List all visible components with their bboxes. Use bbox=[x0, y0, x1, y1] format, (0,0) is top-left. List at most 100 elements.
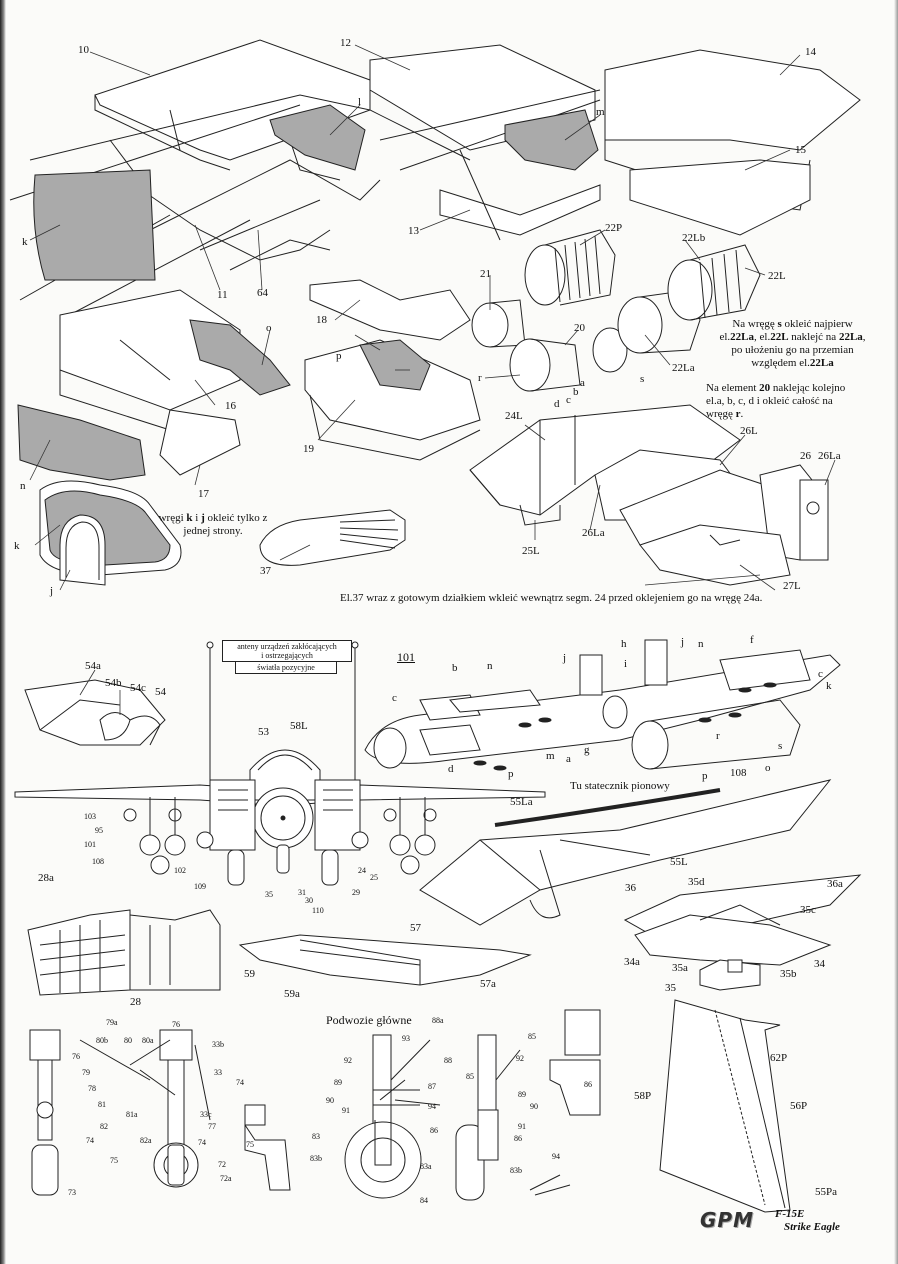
label-85: 85 bbox=[528, 1032, 536, 1041]
label-25L: 25L bbox=[522, 545, 540, 557]
label-53: 53 bbox=[258, 726, 269, 738]
label-82: 82 bbox=[100, 1122, 108, 1131]
label-s: s bbox=[640, 373, 645, 385]
label-73: 73 bbox=[68, 1188, 76, 1197]
part-m-shape bbox=[504, 109, 599, 171]
label-35d: 35d bbox=[688, 876, 705, 888]
label-86-c: 86 bbox=[584, 1080, 592, 1089]
main-gear-drawing bbox=[344, 1009, 601, 1201]
part-54-drawing bbox=[24, 679, 166, 746]
note-20-text-3c: . bbox=[740, 408, 744, 420]
label-94: 94 bbox=[428, 1102, 436, 1111]
front-view-drawing bbox=[14, 641, 546, 886]
label-side-n: n bbox=[487, 660, 493, 672]
label-109: 109 bbox=[194, 882, 206, 891]
label-88a: 88a bbox=[432, 1016, 444, 1025]
label-77: 77 bbox=[208, 1122, 216, 1131]
label-83b: 83b bbox=[310, 1154, 322, 1163]
label-83: 83 bbox=[312, 1132, 320, 1141]
label-c: c bbox=[566, 394, 571, 406]
note-kj: wręgi k i j okleić tylko z jednej strony… bbox=[148, 512, 278, 538]
label-side-c2: c bbox=[818, 668, 823, 680]
label-59: 59 bbox=[244, 968, 255, 980]
label-26: 26 bbox=[800, 450, 811, 462]
label-j: j bbox=[50, 585, 54, 597]
label-36: 36 bbox=[625, 882, 636, 894]
label-22La: 22La bbox=[672, 362, 695, 374]
label-side-108: 108 bbox=[730, 767, 747, 779]
label-94-b: 94 bbox=[552, 1152, 560, 1161]
label-k-2: k bbox=[14, 540, 20, 552]
label-p: p bbox=[336, 350, 342, 362]
label-57: 57 bbox=[410, 922, 421, 934]
part-57-59-drawing bbox=[238, 934, 532, 986]
label-35b: 35b bbox=[780, 968, 797, 980]
note-antennas-line-2: i ostrzegających bbox=[261, 651, 313, 660]
label-62P: 62P bbox=[770, 1052, 788, 1064]
note-kj-text-2: jednej strony. bbox=[183, 525, 243, 537]
note-tail-here: Tu statecznik pionowy bbox=[570, 780, 670, 792]
label-35a: 35a bbox=[672, 962, 688, 974]
label-22Lb: 22Lb bbox=[682, 232, 706, 244]
label-86: 86 bbox=[430, 1126, 438, 1135]
note-kj-text-1e: okleić tylko z bbox=[204, 512, 268, 524]
note-kj-bold-k: k bbox=[186, 512, 193, 524]
label-side-k: k bbox=[826, 680, 832, 692]
part-l-shape bbox=[269, 104, 366, 171]
label-90: 90 bbox=[326, 1096, 334, 1105]
part-14-15-drawing bbox=[604, 49, 861, 236]
label-87: 87 bbox=[428, 1082, 436, 1091]
note-22-text-3: po ułożeniu go na przemian bbox=[731, 344, 854, 356]
note-20-text-3a: wręgę bbox=[706, 408, 736, 420]
note-22-text-1c: okleić najpierw bbox=[781, 318, 853, 330]
label-75: 75 bbox=[110, 1156, 118, 1165]
note-22-text-2a: el. bbox=[719, 331, 731, 343]
leader-lines bbox=[29, 44, 836, 715]
label-31: 31 bbox=[298, 888, 306, 897]
note-20-bold-20: 20 bbox=[759, 382, 771, 394]
note-22-text-1: Na wręgę bbox=[732, 318, 778, 330]
label-side-p2: p bbox=[702, 770, 708, 782]
label-19: 19 bbox=[303, 443, 314, 455]
label-54: 54 bbox=[155, 686, 166, 698]
label-20: 20 bbox=[574, 322, 585, 334]
label-33: 33 bbox=[214, 1068, 222, 1077]
label-side-h: h bbox=[621, 638, 627, 650]
label-37: 37 bbox=[260, 565, 271, 577]
label-95: 95 bbox=[95, 826, 103, 835]
scan-edge-left bbox=[0, 0, 6, 1264]
label-b: b bbox=[573, 386, 579, 398]
note-22-text-2e: naklejć na bbox=[788, 331, 839, 343]
section-101-title: 101 bbox=[397, 650, 415, 664]
label-m: m bbox=[596, 106, 605, 118]
label-83b-2: 83b bbox=[510, 1166, 522, 1175]
label-72a: 72a bbox=[220, 1174, 232, 1183]
label-side-i: i bbox=[624, 658, 628, 670]
note-antennas-line-1: anteny urządzeń zakłócających bbox=[237, 642, 337, 651]
label-28a: 28a bbox=[38, 872, 54, 884]
label-n: n bbox=[20, 480, 26, 492]
label-83a: 83a bbox=[420, 1162, 432, 1171]
label-80a: 80a bbox=[142, 1036, 154, 1045]
label-89-b: 89 bbox=[518, 1090, 526, 1099]
label-34a: 34a bbox=[624, 956, 640, 968]
label-54c: 54c bbox=[130, 682, 146, 694]
label-78: 78 bbox=[88, 1084, 96, 1093]
label-33c: 33c bbox=[200, 1110, 212, 1119]
note-kj-text-1c: i bbox=[192, 512, 202, 524]
note-22-bold-22La: 22La bbox=[730, 331, 754, 343]
label-22L: 22L bbox=[768, 270, 786, 282]
label-110: 110 bbox=[312, 906, 324, 915]
brand-model: F-15E bbox=[775, 1208, 805, 1220]
note-kj-bold-j: j bbox=[201, 512, 205, 524]
note-22-bold-22L: 22L bbox=[770, 331, 789, 343]
label-26L: 26L bbox=[740, 425, 758, 437]
part-n-shape bbox=[17, 404, 146, 481]
label-92: 92 bbox=[344, 1056, 352, 1065]
label-90-b: 90 bbox=[530, 1102, 538, 1111]
label-58L: 58L bbox=[290, 720, 308, 732]
label-side-o: o bbox=[765, 762, 771, 774]
label-12: 12 bbox=[340, 37, 351, 49]
